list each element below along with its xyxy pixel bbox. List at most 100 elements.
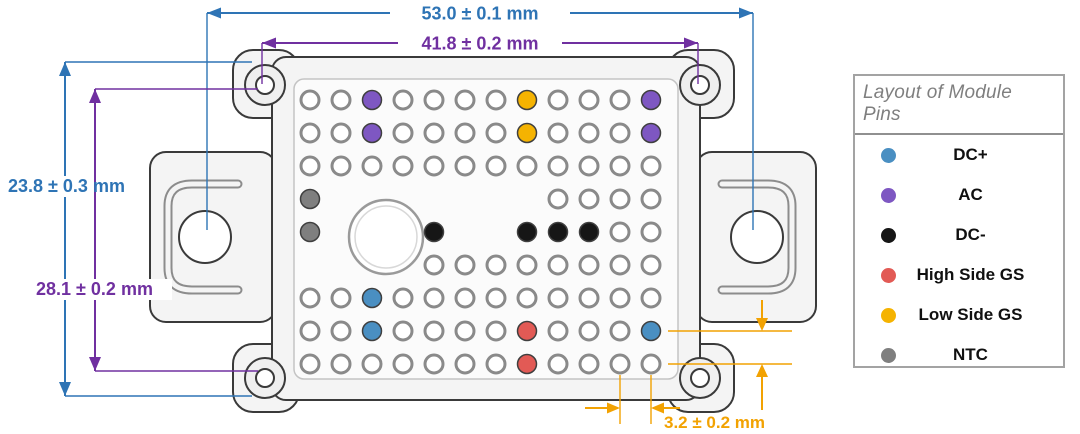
legend-item: NTC bbox=[855, 335, 1063, 375]
dc-minus-pin bbox=[547, 221, 569, 243]
dim-pin-pitch-label: 3.2 ± 0.2 mm bbox=[664, 413, 765, 432]
plain-hole bbox=[392, 122, 414, 144]
center-hole bbox=[347, 198, 425, 276]
high-side-gs-pin bbox=[516, 320, 538, 342]
plain-hole bbox=[640, 188, 662, 210]
dim-inner-width bbox=[261, 32, 699, 84]
legend-label: AC bbox=[958, 185, 983, 204]
plain-hole bbox=[392, 287, 414, 309]
plain-hole bbox=[547, 320, 569, 342]
plain-hole bbox=[454, 155, 476, 177]
legend-dot bbox=[881, 307, 896, 323]
low-side-gs-pin bbox=[516, 122, 538, 144]
plain-hole bbox=[423, 155, 445, 177]
arrowhead-right bbox=[607, 402, 620, 414]
dim-inner-height-label: 28.1 ± 0.2 mm bbox=[36, 279, 153, 299]
legend-dot bbox=[881, 227, 896, 243]
plain-hole bbox=[609, 320, 631, 342]
plain-hole bbox=[423, 353, 445, 375]
plain-hole bbox=[330, 122, 352, 144]
low-side-gs-pin bbox=[516, 89, 538, 111]
dc-plus-pin bbox=[361, 287, 383, 309]
corner-hole-center bbox=[255, 368, 275, 388]
ntc-pin bbox=[299, 221, 321, 243]
center-hole-inner bbox=[354, 205, 418, 269]
ac-pin bbox=[361, 122, 383, 144]
corner-hole-center bbox=[690, 368, 710, 388]
plain-hole bbox=[392, 353, 414, 375]
plain-hole bbox=[609, 287, 631, 309]
dim-label-bg bbox=[398, 32, 562, 53]
plain-hole bbox=[516, 155, 538, 177]
dim-top-width bbox=[206, 2, 754, 230]
plain-hole bbox=[609, 353, 631, 375]
dc-plus-pin bbox=[640, 320, 662, 342]
plain-hole bbox=[330, 287, 352, 309]
plain-hole bbox=[578, 353, 600, 375]
plain-hole bbox=[516, 287, 538, 309]
left-tab-hole bbox=[178, 210, 232, 264]
plain-hole bbox=[330, 89, 352, 111]
arrowhead-left bbox=[262, 37, 276, 49]
left-tab-slot-inner bbox=[165, 181, 241, 293]
plain-hole bbox=[609, 188, 631, 210]
ac-pin bbox=[640, 89, 662, 111]
dc-plus-pin bbox=[361, 320, 383, 342]
plain-hole bbox=[454, 353, 476, 375]
corner-hole-top-left bbox=[244, 64, 286, 106]
arrowhead-down bbox=[89, 357, 101, 371]
dc-minus-pin bbox=[423, 221, 445, 243]
plain-hole bbox=[485, 287, 507, 309]
plain-hole bbox=[640, 254, 662, 276]
plain-hole bbox=[578, 254, 600, 276]
legend-dot bbox=[881, 147, 896, 163]
dim-label-bg bbox=[390, 2, 570, 23]
plain-hole bbox=[609, 254, 631, 276]
legend-item: DC- bbox=[855, 215, 1063, 255]
plain-hole bbox=[330, 155, 352, 177]
arrowhead-right bbox=[739, 7, 753, 19]
plain-hole bbox=[299, 320, 321, 342]
plain-hole bbox=[299, 287, 321, 309]
plain-hole bbox=[640, 221, 662, 243]
legend-dot bbox=[881, 187, 896, 203]
plain-hole bbox=[454, 287, 476, 309]
plain-hole bbox=[299, 122, 321, 144]
plain-hole bbox=[485, 89, 507, 111]
plain-hole bbox=[485, 122, 507, 144]
plain-hole bbox=[423, 122, 445, 144]
legend-title: Layout of Module Pins bbox=[863, 82, 1012, 125]
plain-hole bbox=[547, 254, 569, 276]
dim-left-height-label: 23.8 ± 0.3 mm bbox=[8, 176, 125, 196]
arrowhead-left bbox=[651, 402, 664, 414]
dim-inner-width-label: 41.8 ± 0.2 mm bbox=[422, 34, 539, 54]
legend-item: Low Side GS bbox=[855, 295, 1063, 335]
right-tab-hole bbox=[730, 210, 784, 264]
plain-hole bbox=[299, 155, 321, 177]
plain-hole bbox=[578, 155, 600, 177]
plain-hole bbox=[547, 353, 569, 375]
plain-hole bbox=[609, 155, 631, 177]
plain-hole bbox=[578, 287, 600, 309]
dim-label-bg bbox=[2, 176, 144, 197]
plain-hole bbox=[454, 122, 476, 144]
dim-top-width-label: 53.0 ± 0.1 mm bbox=[422, 4, 539, 24]
legend-label: Low Side GS bbox=[918, 305, 1023, 324]
arrowhead-left bbox=[207, 7, 221, 19]
corner-hole-center bbox=[255, 75, 275, 95]
arrowhead-up bbox=[59, 62, 71, 76]
plain-hole bbox=[330, 353, 352, 375]
plain-hole bbox=[330, 320, 352, 342]
plain-hole bbox=[392, 89, 414, 111]
plain-hole bbox=[578, 122, 600, 144]
plain-hole bbox=[454, 320, 476, 342]
plain-hole bbox=[423, 287, 445, 309]
right-tab-slot-inner bbox=[719, 181, 795, 293]
plain-hole bbox=[485, 320, 507, 342]
plain-hole bbox=[609, 221, 631, 243]
plain-hole bbox=[423, 254, 445, 276]
corner-hole-bottom-right bbox=[679, 357, 721, 399]
plain-hole bbox=[640, 353, 662, 375]
